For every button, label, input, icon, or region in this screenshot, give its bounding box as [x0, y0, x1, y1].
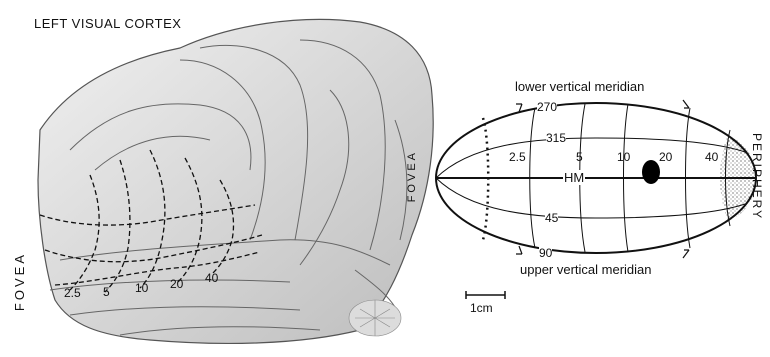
periphery-label: PERIPHERY: [750, 133, 764, 220]
brain-illustration: [38, 19, 433, 343]
map-ecc-label: 5: [576, 150, 583, 164]
brain-ecc-label: 20: [170, 277, 183, 291]
brain-ecc-label: 10: [135, 281, 148, 295]
cerebellum-hatching: [349, 300, 401, 336]
angle-label: 45: [545, 211, 558, 225]
map-ecc-label: 10: [617, 150, 630, 164]
brain-fovea-label: FOVEA: [12, 252, 27, 311]
blind-spot: [642, 160, 660, 184]
angle-label: 270: [537, 100, 557, 114]
angle-label: 315: [546, 131, 566, 145]
brain-outline: [38, 19, 433, 343]
hm-label: HM: [563, 170, 585, 185]
scale-bar: [466, 291, 505, 299]
lower-vertical-meridian-label: lower vertical meridian: [515, 79, 644, 94]
brain-ecc-label: 5: [103, 285, 110, 299]
scale-bar-label: 1cm: [470, 301, 493, 315]
map-ecc-label: 20: [659, 150, 672, 164]
map-fovea-label: FOVEA: [406, 150, 418, 202]
map-ecc-label: 40: [705, 150, 718, 164]
brain-ecc-label: 2.5: [64, 286, 81, 300]
brain-ecc-label: 40: [205, 271, 218, 285]
map-ecc-label: 2.5: [509, 150, 526, 164]
upper-vertical-meridian-label: upper vertical meridian: [520, 262, 652, 277]
angle-label: 90: [539, 246, 552, 260]
brain-title: LEFT VISUAL CORTEX: [34, 16, 181, 31]
